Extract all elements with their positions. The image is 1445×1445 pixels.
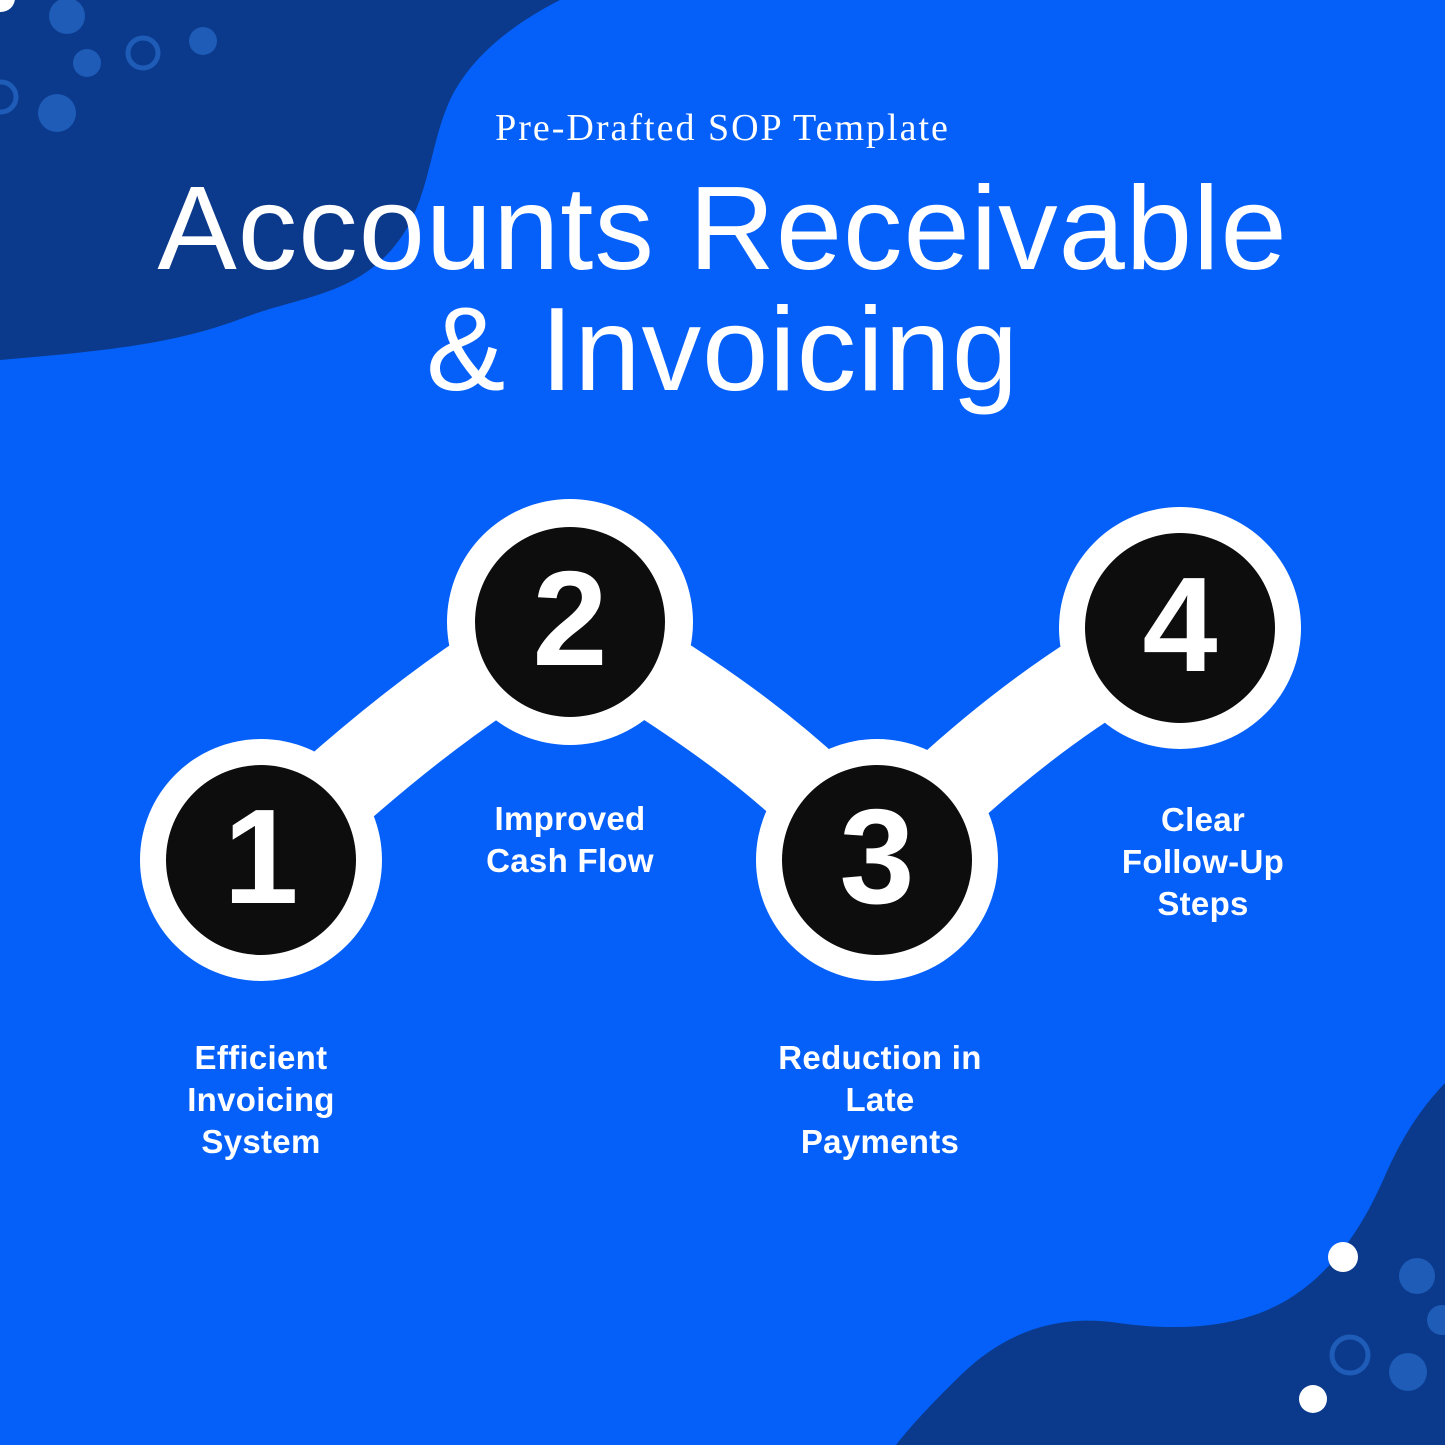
page-title: Accounts Receivable & Invoicing [157,162,1288,416]
step-circle-4: 4 [1085,533,1275,723]
top-left-blob [0,0,560,360]
blue-dot-icon [1427,1305,1445,1335]
step-circle-1: 1 [166,765,356,955]
ribbon-path [217,578,1224,904]
blue-dot-icon [38,94,76,132]
step-circle-2: 2 [475,527,665,717]
step-circle-3: 3 [782,765,972,955]
step-label-1: Efficient Invoicing System [187,1039,335,1160]
white-dot-icon [0,0,15,12]
bottom-right-blob [896,1083,1445,1445]
blue-dot-icon [49,0,85,34]
step-label-2: Improved Cash Flow [486,800,654,879]
ring-dot-icon [0,79,19,115]
step-number-1: 1 [223,780,299,932]
step-number-2: 2 [532,542,608,694]
blue-dot-icon [1389,1353,1427,1391]
step-label-3: Reduction in Late Payments [778,1039,982,1160]
ring-dot-icon [125,35,161,71]
bottom-right-dots [1299,1242,1445,1413]
blue-dot-icon [1399,1258,1435,1294]
white-dot-icon [1299,1385,1327,1413]
step-number-4: 4 [1142,548,1218,700]
blue-dot-icon [189,27,217,55]
top-left-dots [0,0,217,132]
blue-dot-icon [73,49,101,77]
eyebrow-text: Pre-Drafted SOP Template [495,107,950,149]
step-number-3: 3 [839,780,915,932]
ring-dot-icon [1329,1334,1371,1376]
step-label-4: Clear Follow-Up Steps [1121,801,1285,922]
white-dot-icon [1328,1242,1358,1272]
